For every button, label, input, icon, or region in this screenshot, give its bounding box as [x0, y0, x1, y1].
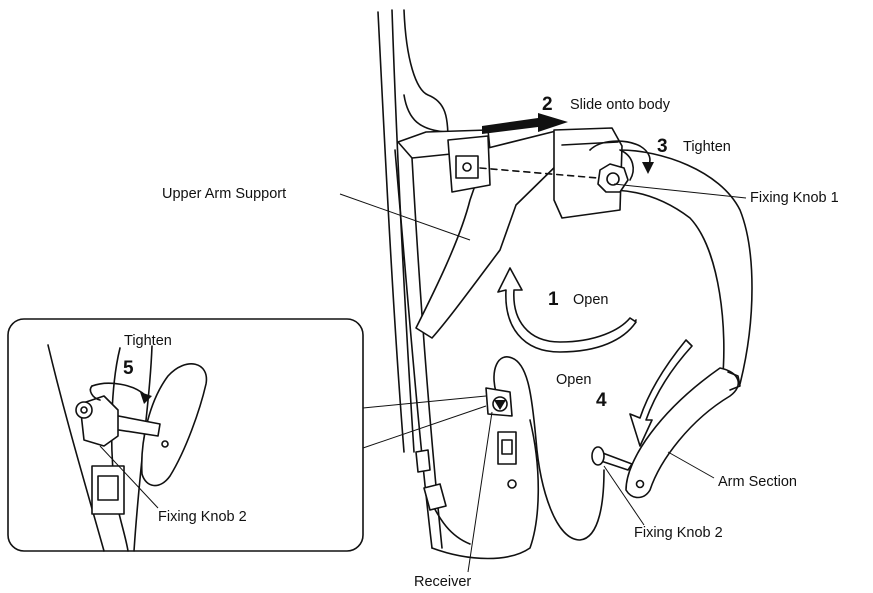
open-arrow-1 [497, 267, 637, 353]
fixing-knob-1-part [597, 163, 629, 193]
fixing-knob-1-label: Fixing Knob 1 [750, 190, 839, 206]
arm-section-label: Arm Section [718, 474, 797, 490]
receiver-label: Receiver [414, 574, 471, 590]
step-3-number: 3 [657, 136, 668, 157]
upper-arm-support-label: Upper Arm Support [162, 186, 286, 202]
step-1-number: 1 [548, 289, 559, 310]
arm-section-part [591, 367, 741, 499]
step-3-label: Tighten [683, 139, 731, 155]
step-5-number: 5 [123, 358, 134, 379]
receiver-part [485, 387, 517, 489]
tighten-arrow-3 [589, 140, 654, 181]
leader-lines [99, 183, 747, 573]
inset-panel [7, 318, 487, 552]
fixing-knob-2-label: Fixing Knob 2 [634, 525, 723, 541]
mount-hole [462, 162, 472, 172]
cable [493, 356, 605, 541]
step-5-label: Tighten [124, 333, 172, 349]
step-2-number: 2 [542, 94, 553, 115]
open-arrow-4 [629, 339, 693, 447]
step-4-number: 4 [596, 390, 607, 411]
step-1-label: Open [573, 292, 608, 308]
step-4-label: Open [556, 372, 591, 388]
fixing-knob-2-inset-label: Fixing Knob 2 [158, 509, 247, 525]
step-2-label: Slide onto body [570, 97, 671, 113]
slide-arrow [482, 113, 568, 134]
lower-body-detail [415, 449, 447, 511]
